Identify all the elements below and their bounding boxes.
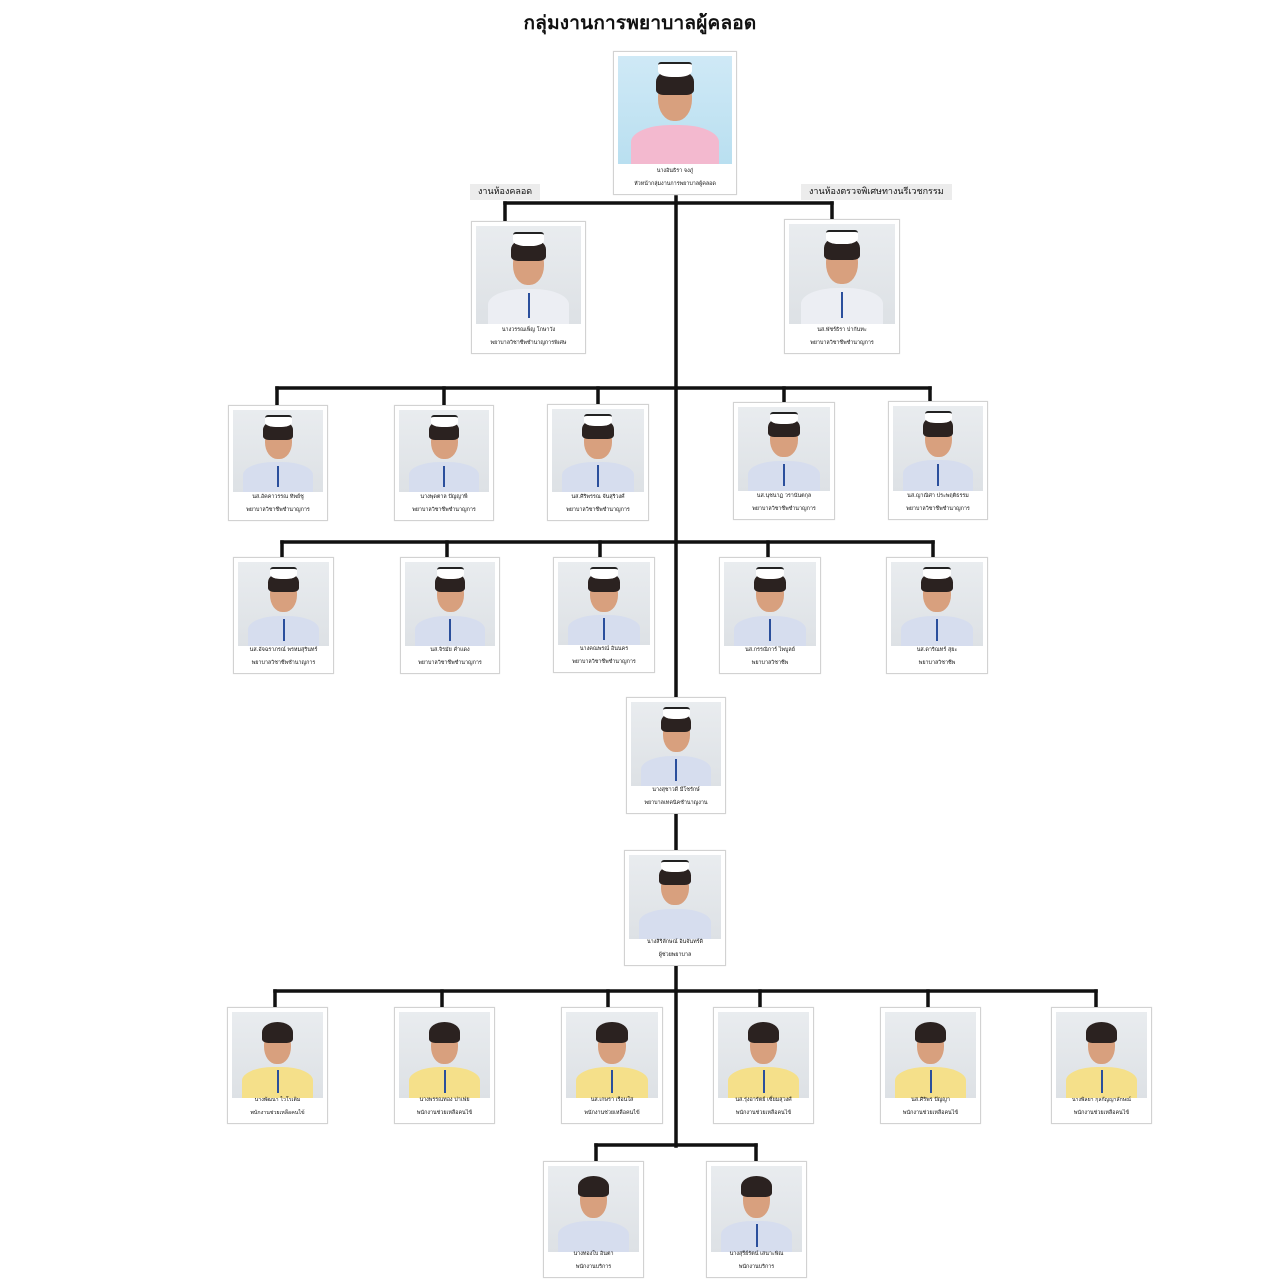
staff-name: นางพิลยา กุลกัญญาลักษณ์	[1072, 1097, 1131, 1103]
org-card-nurse-row1-3: นส.ศิริพรรณ จันสุริวงศ์ พยาบาลวิชาชีพชำน…	[547, 404, 649, 521]
staff-name: นางคณพรณ์ อินนคร	[579, 646, 629, 652]
section-label-delivery-room: งานห้องคลอด	[470, 184, 541, 200]
staff-name: นส.ญาณิศา ประพฤติธรรม	[907, 493, 969, 499]
staff-name: นส.พัชร์ธิรา ปากันทะ	[817, 327, 867, 333]
staff-position: พยาบาลวิชาชีพชำนาญการพิเศษ	[490, 340, 567, 346]
staff-name: นางทองใบ อินตา	[573, 1251, 614, 1257]
staff-position: ผู้ช่วยพยาบาล	[658, 952, 692, 958]
staff-position: พยาบาลวิชาชีพชำนาญการ	[810, 340, 874, 346]
photo-supervisor-1	[476, 226, 581, 324]
org-card-supervisor-1: นางวรรณเพ็ญ โกษาวัง พยาบาลวิชาชีพชำนาญกา…	[471, 221, 586, 354]
staff-position: พยาบาลวิชาชีพชำนาญการ	[572, 659, 636, 665]
section-label-gynecology-exam-room: งานห้องตรวจพิเศษทางนรีเวชกรรม	[801, 184, 952, 200]
staff-position: พยาบาลเทคนิคชำนาญงาน	[644, 800, 708, 806]
staff-position: พยาบาลวิชาชีพชำนาญการ	[251, 660, 316, 666]
staff-position: พนักงานช่วยเหลือคนไข้	[735, 1110, 792, 1116]
staff-name: นส.อัจฉราภรณ์ พรหมสุรินทร์	[249, 647, 318, 653]
staff-position: พยาบาลวิชาชีพชำนาญการ	[246, 507, 310, 513]
staff-position: พยาบาลวิชาชีพ	[751, 660, 789, 666]
staff-position: พยาบาลวิชาชีพชำนาญการ	[412, 507, 476, 513]
staff-name: นส.อัคคาวรรณ ทิพย์ชู	[252, 494, 304, 500]
org-card-aide-1: นางพัฒนา ไวโรเติม พนักงานช่วยเหลือคนไข้	[227, 1007, 328, 1124]
staff-position: พยาบาลวิชาชีพชำนาญการ	[752, 506, 816, 512]
staff-name: นางพรรณทอง ปาเฟย	[419, 1097, 470, 1103]
org-card-nurse-row1-2: นางพุดตาล ปัญญาพี พยาบาลวิชาชีพชำนาญการ	[394, 405, 494, 521]
staff-position: พยาบาลวิชาชีพชำนาญการ	[906, 506, 970, 512]
org-card-nurse-row1-1: นส.อัคคาวรรณ ทิพย์ชู พยาบาลวิชาชีพชำนาญก…	[228, 405, 328, 521]
staff-name: นางอินธิรา จงภู่	[656, 168, 694, 174]
org-card-aide-4: นส.รุ่งอารัตย์ เซี่ยมสุวงศ์ พนักงานช่วยเ…	[713, 1007, 814, 1124]
staff-name: นส.ดาริณทร์ สุยะ	[916, 647, 958, 653]
staff-name: นางพัฒนา ไวโรเติม	[254, 1097, 301, 1103]
org-card-nurse-row2-3: นางคณพรณ์ อินนคร พยาบาลวิชาชีพชำนาญการ	[553, 557, 655, 673]
staff-name: นางสุชาวดี มีโชรักษ์	[652, 787, 700, 793]
org-card-nurse-row2-4: นส.กรรณิการ์ ไพบูลย์ พยาบาลวิชาชีพ	[719, 557, 821, 674]
org-card-nurse-row1-4: นส.นุชนาฏ วรานันตกุล พยาบาลวิชาชีพชำนาญก…	[733, 402, 835, 520]
org-card-aide-2: นางพรรณทอง ปาเฟย พนักงานช่วยเหลือคนไข้	[394, 1007, 495, 1124]
staff-position: พนักงานบริการ	[738, 1264, 775, 1270]
page-title: กลุ่มงานการพยาบาลผู้คลอด	[523, 12, 757, 34]
org-card-nurse-row2-5: นส.ดาริณทร์ สุยะ พยาบาลวิชาชีพ	[886, 557, 988, 674]
org-card-technical-nurse: นางสุชาวดี มีโชรักษ์ พยาบาลเทคนิคชำนาญงา…	[626, 697, 726, 814]
org-card-assistant-nurse: นางสิริลักษณ์ อินจันทร์ดิ ผู้ช่วยพยาบาล	[624, 850, 726, 966]
staff-name: นางสุรีย์รัตน์ เสนาะพิณ	[729, 1251, 784, 1257]
org-card-aide-5: นส.ศิริพร ปัญญา พนักงานช่วยเหลือคนไข้	[880, 1007, 981, 1124]
photo-head	[618, 56, 732, 164]
org-card-aide-6: นางพิลยา กุลกัญญาลักษณ์ พนักงานช่วยเหลือ…	[1051, 1007, 1152, 1124]
org-card-head: นางอินธิรา จงภู่ หัวหน้ากลุ่มงานการพยาบา…	[613, 51, 737, 195]
staff-position: พยาบาลวิชาชีพชำนาญการ	[566, 507, 630, 513]
staff-position: หัวหน้ากลุ่มงานการพยาบาลผู้คลอด	[634, 181, 716, 187]
org-card-nurse-row2-2: นส.จิรมัย คำแดง พยาบาลวิชาชีพชำนาญการ	[400, 557, 500, 674]
org-card-nurse-row2-1: นส.อัจฉราภรณ์ พรหมสุรินทร์ พยาบาลวิชาชีพ…	[233, 557, 334, 674]
staff-name: นส.นุชนาฏ วรานันตกุล	[756, 493, 812, 499]
staff-position: พยาบาลวิชาชีพ	[918, 660, 956, 666]
staff-name: นส.รุ่งอารัตย์ เซี่ยมสุวงศ์	[735, 1097, 792, 1103]
staff-position: พนักงานช่วยเหลือคนไข้	[250, 1110, 305, 1116]
photo-supervisor-2	[789, 224, 895, 324]
staff-position: พยาบาลวิชาชีพชำนาญการ	[418, 660, 482, 666]
staff-name: นางวรรณเพ็ญ โกษาวัง	[501, 327, 556, 333]
staff-name: นส.ศิริพร ปัญญา	[911, 1097, 950, 1103]
org-card-aide-3: นส.เกษรา เรือนใส พนักงานช่วยเหลือคนไข้	[561, 1007, 663, 1124]
staff-name: นส.กรรณิการ์ ไพบูลย์	[745, 647, 795, 653]
staff-position: พนักงานช่วยเหลือคนไข้	[1073, 1110, 1130, 1116]
staff-position: พนักงานบริการ	[575, 1264, 612, 1270]
staff-name: นางพุดตาล ปัญญาพี	[420, 494, 468, 500]
org-card-supervisor-2: นส.พัชร์ธิรา ปากันทะ พยาบาลวิชาชีพชำนาญก…	[784, 219, 900, 354]
staff-position: พนักงานช่วยเหลือคนไข้	[416, 1110, 473, 1116]
staff-name: นส.จิรมัย คำแดง	[430, 647, 470, 653]
staff-name: นางสิริลักษณ์ อินจันทร์ดิ	[646, 939, 704, 945]
staff-name: นส.ศิริพรรณ จันสุริวงศ์	[571, 494, 625, 500]
org-card-service-1: นางทองใบ อินตา พนักงานบริการ	[543, 1161, 644, 1278]
org-card-service-2: นางสุรีย์รัตน์ เสนาะพิณ พนักงานบริการ	[706, 1161, 807, 1278]
staff-position: พนักงานช่วยเหลือคนไข้	[584, 1110, 640, 1116]
caption-head: นางอินธิรา จงภู่ หัวหน้ากลุ่มงานการพยาบา…	[614, 165, 736, 191]
org-card-nurse-row1-5: นส.ญาณิศา ประพฤติธรรม พยาบาลวิชาชีพชำนาญ…	[888, 401, 988, 520]
staff-position: พนักงานช่วยเหลือคนไข้	[902, 1110, 959, 1116]
staff-name: นส.เกษรา เรือนใส	[590, 1097, 634, 1103]
